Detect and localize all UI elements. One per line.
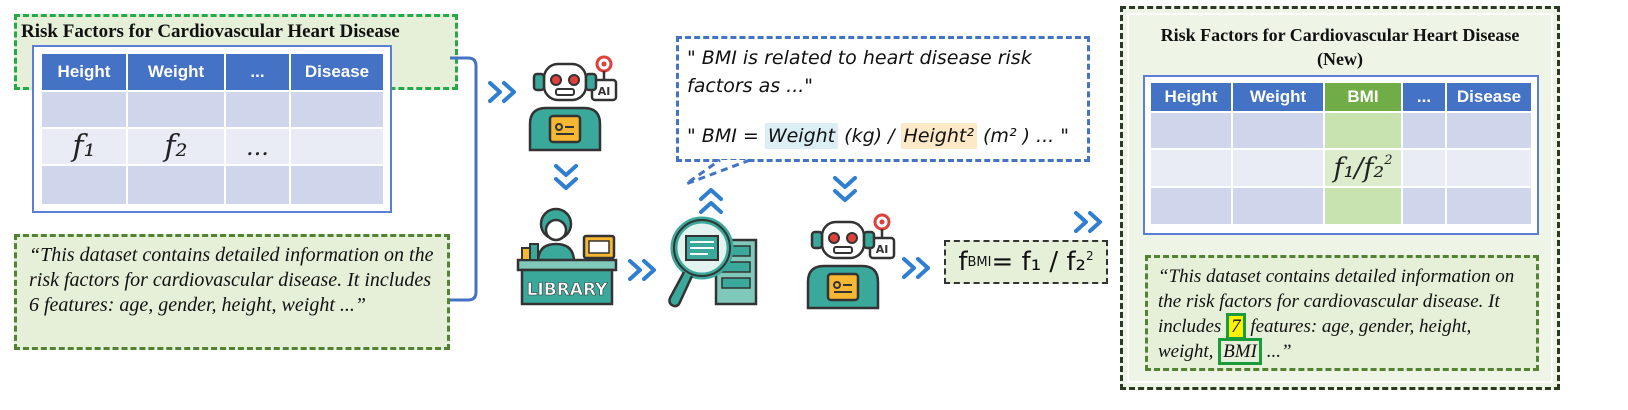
bmi-value: f₁/f₂ xyxy=(1333,152,1385,184)
table-cell xyxy=(1151,113,1233,150)
chevron-up-icon xyxy=(699,188,723,214)
table-cell xyxy=(1403,188,1447,226)
table-cell xyxy=(1233,113,1325,150)
search-documents-icon xyxy=(668,216,758,308)
right-desc-part3: ...” xyxy=(1261,341,1292,362)
right-header-ellipsis: ... xyxy=(1403,83,1447,113)
formula-superscript: 2 xyxy=(1085,249,1094,263)
left-header-weight: Weight xyxy=(128,54,226,92)
table-cell xyxy=(291,129,385,166)
chevron-down-icon xyxy=(833,176,857,202)
feature-ellipsis: ... xyxy=(226,129,291,166)
table-cell xyxy=(1325,113,1403,150)
formula-subscript: BMI xyxy=(967,254,992,270)
formula-lhs: f xyxy=(958,247,968,277)
table-cell xyxy=(291,92,385,129)
right-description: “This dataset contains detailed informat… xyxy=(1145,255,1539,371)
quote-formula-line: " BMI = Weight (kg) / Height² (m² ) ... … xyxy=(687,123,1069,149)
table-cell xyxy=(226,92,291,129)
quote-prefix: " BMI = xyxy=(687,125,765,147)
table-cell xyxy=(128,92,226,129)
quote-weight-unit: (kg) / xyxy=(838,125,901,147)
table-cell xyxy=(1233,150,1325,188)
table-cell xyxy=(1447,188,1533,226)
highlight-feature-count: 7 xyxy=(1226,313,1246,340)
feature-f1: f₁ xyxy=(42,129,128,166)
bmi-superscript: 2 xyxy=(1384,152,1393,168)
ai-robot-icon: AI xyxy=(528,55,618,152)
table-cell xyxy=(1403,150,1447,188)
left-header-ellipsis: ... xyxy=(226,54,291,92)
chevron-down-icon xyxy=(554,164,578,190)
table-cell xyxy=(1447,150,1533,188)
chevron-right-icon xyxy=(628,259,656,281)
left-header-disease: Disease xyxy=(291,54,385,92)
left-table: Height Weight ... Disease f₁ f₂ ... xyxy=(32,45,392,213)
ai-robot-icon: AI xyxy=(806,213,896,310)
library-label: LIBRARY xyxy=(527,280,609,300)
right-title-line1: Risk Factors for Cardiovascular Heart Di… xyxy=(1160,25,1520,45)
left-description: “This dataset contains detailed informat… xyxy=(14,234,450,350)
right-title-line2: (New) xyxy=(1317,49,1363,69)
table-cell xyxy=(1403,113,1447,150)
left-title: Risk Factors for Cardiovascular Heart Di… xyxy=(21,21,400,42)
right-header-weight: Weight xyxy=(1233,83,1325,113)
table-cell xyxy=(1233,188,1325,226)
right-header-height: Height xyxy=(1151,83,1233,113)
llm-knowledge-quote: " BMI is related to heart disease risk f… xyxy=(676,36,1090,162)
quote-height: Height² xyxy=(900,123,977,149)
library-icon: LIBRARY xyxy=(516,207,618,306)
table-cell xyxy=(1151,188,1233,226)
right-header-bmi: BMI xyxy=(1325,83,1403,113)
table-cell xyxy=(1447,113,1533,150)
right-header-disease: Disease xyxy=(1447,83,1533,113)
right-desc-part2: features: age, gender, height, weight, xyxy=(1158,316,1472,362)
speech-tail xyxy=(685,158,751,186)
new-dataset-panel: Risk Factors for Cardiovascular Heart Di… xyxy=(1120,6,1560,390)
table-cell xyxy=(42,92,128,129)
chevron-right-icon xyxy=(902,257,930,279)
inner-frame xyxy=(1127,13,1553,383)
formula-rhs: = f₁ / f₂ xyxy=(991,247,1086,277)
right-desc-part1: “This dataset contains detailed informat… xyxy=(1158,266,1515,337)
svg-text:AI: AI xyxy=(598,85,611,98)
quote-line-2: factors as ..." xyxy=(687,75,814,97)
quote-suffix: (m² ) ... " xyxy=(976,125,1069,147)
table-cell xyxy=(1325,188,1403,226)
svg-text:AI: AI xyxy=(876,243,889,256)
table-cell xyxy=(291,166,385,206)
table-cell xyxy=(226,166,291,206)
quote-line-1: " BMI is related to heart disease risk xyxy=(687,47,1032,69)
table-cell xyxy=(42,166,128,206)
chevron-right-icon xyxy=(1074,211,1102,233)
bracket-connector xyxy=(450,56,478,302)
table-cell xyxy=(128,166,226,206)
table-cell xyxy=(1151,150,1233,188)
feature-f2: f₂ xyxy=(128,129,226,166)
chevron-right-icon xyxy=(488,81,516,103)
quote-weight: Weight xyxy=(764,123,839,149)
left-header-height: Height xyxy=(42,54,128,92)
highlight-new-feature: BMI xyxy=(1218,338,1262,365)
